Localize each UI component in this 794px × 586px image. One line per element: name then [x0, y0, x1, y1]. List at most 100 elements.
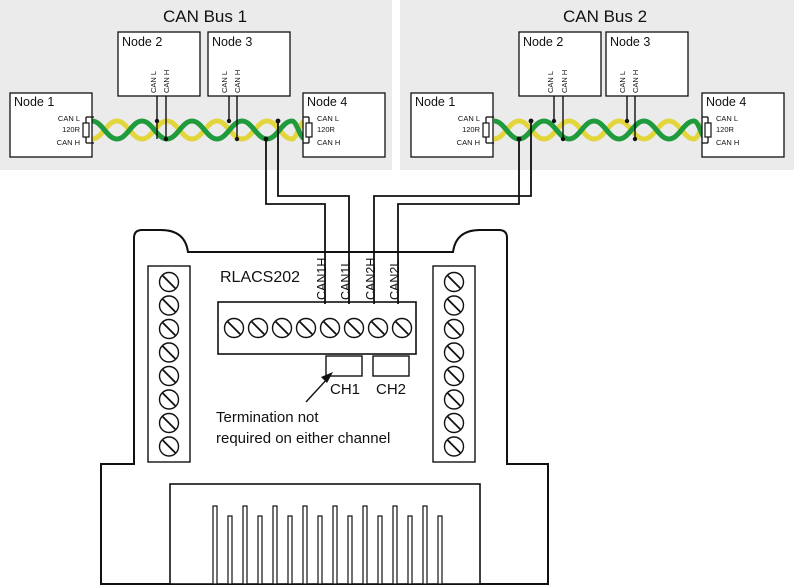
rlacs202-device: RLACS202 CAN1H CAN1L CAN2H CAN2L CH1 CH2…	[100, 229, 549, 585]
bus1-node4-box	[302, 92, 386, 158]
connector-pin	[317, 515, 323, 585]
bus2-title: CAN Bus 2	[563, 7, 647, 26]
bus1-node2-canl: CAN L	[149, 71, 158, 93]
can-terminal-screws	[223, 317, 413, 339]
bus1-node3-canl: CAN L	[220, 71, 229, 93]
bus2-node2-box	[518, 31, 602, 97]
termination-note-line2: required on either channel	[216, 430, 390, 447]
terminal-screw-icon	[247, 317, 269, 339]
bus1-drop-cable	[265, 121, 350, 304]
terminal-screw-icon	[443, 318, 465, 340]
bus1-node3-canh: CAN H	[233, 70, 242, 93]
bus1-node1-box	[9, 92, 93, 158]
terminal-screw-icon	[443, 271, 465, 293]
ch1-switch[interactable]	[325, 355, 363, 377]
bus2-node1-box	[410, 92, 494, 158]
bus2-node4-resistor-symbol	[702, 116, 712, 144]
bus2-node1-canl: CAN L	[458, 114, 480, 123]
bus1-node1-name: Node 1	[14, 95, 54, 109]
terminal-screw-icon	[443, 412, 465, 434]
terminal-screw-icon	[158, 436, 180, 457]
bus1-node3-box	[207, 31, 291, 97]
terminal-screw-icon	[343, 317, 365, 339]
terminal-screw-icon	[443, 389, 465, 410]
bus1-node1-resistor-symbol	[82, 116, 94, 144]
terminal-screw-icon	[158, 271, 180, 293]
connector-pin	[242, 505, 248, 585]
terminal-screw-icon	[391, 317, 413, 339]
ch2-label: CH2	[376, 381, 406, 398]
terminal-label-can1h: CAN1H	[315, 258, 329, 300]
connector-pin	[302, 505, 308, 585]
bus1-node1-res: 120R	[62, 125, 81, 134]
bus1-node4-resistor-symbol	[303, 116, 313, 144]
bus2-network: Node 1 CAN L 120R CAN H Node 2 CAN L CAN…	[410, 31, 785, 158]
bus1-node4-canh: CAN H	[317, 138, 340, 147]
connector-pin	[257, 515, 263, 585]
terminal-screw-icon	[319, 317, 341, 339]
bus2-node3-name: Node 3	[610, 35, 650, 49]
terminal-label-can2l: CAN2L	[388, 260, 402, 300]
device-model: RLACS202	[220, 269, 300, 286]
bus2-node4-box	[701, 92, 785, 158]
connector-pin	[272, 505, 278, 585]
terminal-screw-icon	[158, 365, 180, 387]
bus1-node4-canl: CAN L	[317, 114, 339, 123]
bus2-node1-canh: CAN H	[457, 138, 480, 147]
terminal-screw-icon	[158, 342, 180, 363]
bus1-node4-name: Node 4	[307, 95, 347, 109]
bus2-node1-resistor-symbol	[482, 116, 494, 144]
ch1-label: CH1	[330, 381, 360, 398]
connector-pin	[332, 505, 338, 585]
bus2-node3-canh: CAN H	[631, 70, 640, 93]
ch2-switch[interactable]	[372, 355, 410, 377]
terminal-screw-icon	[443, 365, 465, 387]
bus1-network: Node 1 CAN L 120R CAN H Node 2 CAN L CAN…	[9, 31, 386, 158]
bus1-node1-canh: CAN H	[57, 138, 80, 147]
bus1-title: CAN Bus 1	[163, 7, 247, 26]
bus2-node1-name: Node 1	[415, 95, 455, 109]
connector-pin	[362, 505, 368, 585]
bus2-node1-res: 120R	[462, 125, 481, 134]
bus1-node4-res: 120R	[317, 125, 336, 134]
connector-pin	[227, 515, 233, 585]
bottom-connector	[169, 483, 481, 585]
terminal-screw-icon	[158, 412, 180, 434]
terminal-screw-icon	[443, 342, 465, 363]
terminal-label-can2h: CAN2H	[364, 258, 378, 300]
bus2-node3-canl: CAN L	[618, 71, 627, 93]
bus1-junction-l	[275, 118, 281, 124]
connector-pin	[407, 515, 413, 585]
bus2-node2-canh: CAN H	[560, 70, 569, 93]
terminal-screw-icon	[271, 317, 293, 339]
note-arrow	[305, 372, 333, 403]
bus2-node3-box	[605, 31, 689, 97]
bus1-node2-name: Node 2	[122, 35, 162, 49]
connector-pin	[287, 515, 293, 585]
bus1-node1-canl: CAN L	[58, 114, 80, 123]
bus2-node2-name: Node 2	[523, 35, 563, 49]
connector-pin	[422, 505, 428, 585]
connector-pin	[437, 515, 443, 585]
connector-pins	[212, 505, 443, 585]
connector-pin	[347, 515, 353, 585]
bus2-junction-h	[516, 136, 522, 142]
bus2-node2-canl: CAN L	[546, 71, 555, 93]
left-strip-screws	[158, 271, 180, 457]
bus1-node2-box	[117, 31, 201, 97]
terminal-screw-icon	[158, 295, 180, 316]
connector-pin	[392, 505, 398, 585]
bus2-node4-canh: CAN H	[716, 138, 739, 147]
bus2-node4-res: 120R	[716, 125, 735, 134]
termination-note-line1: Termination not	[216, 409, 319, 426]
terminal-screw-icon	[443, 295, 465, 316]
bus2-junction-l	[528, 118, 534, 124]
bus1-node3-name: Node 3	[212, 35, 252, 49]
bus1-node2-canh: CAN H	[162, 70, 171, 93]
terminal-screw-icon	[443, 436, 465, 457]
connector-pin	[212, 505, 218, 585]
terminal-screw-icon	[223, 317, 245, 339]
terminal-screw-icon	[158, 318, 180, 340]
right-strip-screws	[443, 271, 465, 457]
